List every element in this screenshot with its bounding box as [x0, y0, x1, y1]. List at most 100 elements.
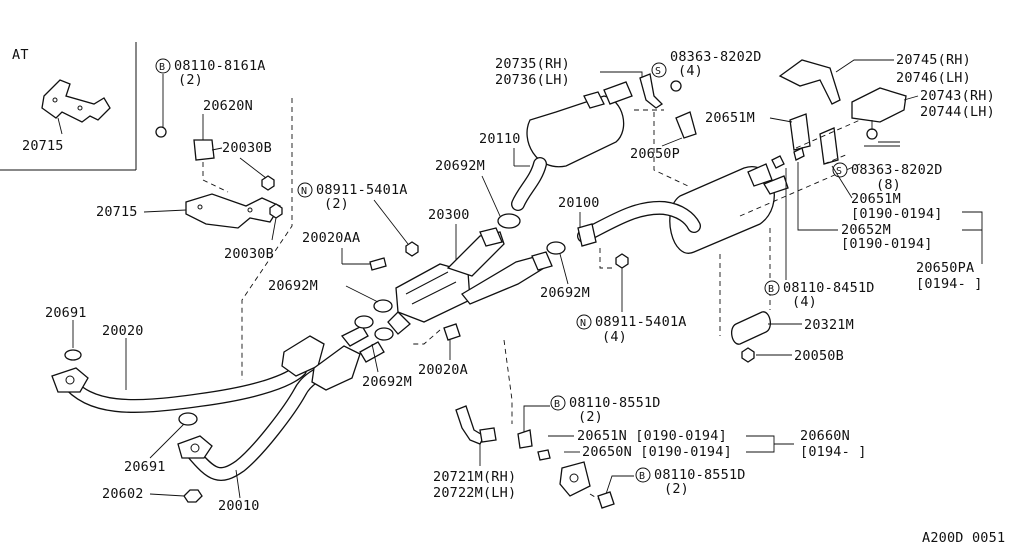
- gasket-20692M-2: [497, 213, 521, 229]
- part-label-20100: 20100: [558, 195, 600, 211]
- part-label-20651N: 20651N [0190-0194]: [577, 428, 727, 444]
- svg-text:[0194- ]: [0194- ]: [916, 276, 983, 292]
- bottom-mount-group: 20721M(RH) 20722M(LH) B 08110-8551D (2) …: [433, 339, 867, 509]
- svg-text:S: S: [655, 66, 661, 77]
- part-label-20620N: 20620N: [203, 98, 253, 114]
- svg-text:[0194- ]: [0194- ]: [800, 444, 867, 460]
- spacer-20652M: [793, 147, 805, 161]
- svg-text:B: B: [554, 399, 560, 410]
- heat-shield-20715: [185, 193, 281, 229]
- screw-08363-8202D-1: [670, 80, 682, 92]
- part-label-20050B: 20050B: [794, 348, 844, 364]
- tail-pipe-20321M: [730, 311, 772, 345]
- svg-text:(2): (2): [578, 409, 603, 425]
- part-label-20691-1: 20691: [45, 305, 87, 321]
- part-label-20321M: 20321M: [804, 317, 854, 333]
- figure-code: A200D 0051: [922, 530, 1005, 546]
- part-label-20744: 20744(LH): [920, 104, 995, 120]
- part-label-20660N: 20660N: [800, 428, 850, 444]
- center-catalyst-group: 20300 N 08911-5401A (2) 20020AA 20692M 2…: [268, 182, 553, 390]
- nut-20050B: [741, 347, 755, 363]
- part-label-20692M-1: 20692M: [268, 278, 318, 294]
- spacer-20651N: [537, 449, 551, 461]
- gasket-20692M-4b: [374, 327, 394, 341]
- clip-20620N: [193, 139, 215, 161]
- svg-text:(4): (4): [678, 63, 703, 79]
- part-label-20692M-4: 20692M: [362, 374, 412, 390]
- part-label-20010: 20010: [218, 498, 260, 514]
- bolt-08110-8451D: [771, 155, 785, 169]
- rear-inlet-flange: [577, 223, 597, 247]
- svg-text:(2): (2): [178, 72, 203, 88]
- svg-text:S: S: [836, 166, 842, 177]
- bracket-20745: [778, 59, 841, 105]
- svg-text:B: B: [768, 284, 774, 295]
- svg-text:(4): (4): [792, 294, 817, 310]
- part-label-20722M: 20722M(LH): [433, 485, 516, 501]
- part-label-08911-5401A-1: 08911-5401A: [316, 182, 408, 198]
- gasket-20691-2: [178, 412, 198, 426]
- part-label-20692M-3: 20692M: [540, 285, 590, 301]
- bolt-08110-8161A: [155, 126, 167, 138]
- svg-text:N: N: [301, 186, 307, 197]
- insulator-20651M-1: [789, 113, 811, 151]
- bolt-08110-8551D-2: [597, 491, 615, 509]
- part-label-20030B-2: 20030B: [224, 246, 274, 262]
- nut-symbol: [297, 182, 313, 198]
- nut-symbol-2: [576, 314, 592, 330]
- part-label-20602: 20602: [102, 486, 144, 502]
- nut-20602: [183, 489, 203, 503]
- part-label-20651M-1: 20651M: [705, 110, 755, 126]
- part-label-20650PA: 20650PA: [916, 260, 974, 276]
- part-label-20735: 20735(RH): [495, 56, 570, 72]
- part-label-20030B-1: 20030B: [222, 140, 272, 156]
- gasket-20692M-4a: [354, 315, 374, 329]
- bolt-symbol-4: [635, 467, 651, 483]
- bolt-08110-8551D-1: [517, 429, 533, 449]
- gasket-20692M-1: [373, 299, 393, 313]
- part-label-08363-8202D-1: 08363-8202D: [670, 49, 762, 65]
- nut-20030B-1: [261, 175, 275, 191]
- heat-shield-group: B 08110-8161A (2) 20620N 20030B 20715 20…: [96, 58, 293, 380]
- part-label-20650P: 20650P: [630, 146, 680, 162]
- center-muffler-group: 20110 20692M 20735(RH) 20736(LH) S 08363…: [435, 49, 762, 217]
- bracket-20743: [851, 87, 907, 123]
- bracket-20715-inset: [41, 79, 111, 123]
- front-pipe-assembly: 20691 20020 20691 20602 20010: [45, 305, 385, 514]
- gasket-20691-1: [64, 349, 82, 361]
- part-label-20736: 20736(LH): [495, 72, 570, 88]
- svg-text:[0190-0194]: [0190-0194]: [841, 236, 933, 252]
- part-label-20715: 20715: [96, 204, 138, 220]
- part-label-08110-8551D-2: 08110-8551D: [654, 467, 746, 483]
- part-label-20745: 20745(RH): [896, 52, 971, 68]
- part-label-08110-8551D-1: 08110-8551D: [569, 395, 661, 411]
- catalyst-flange-right: [531, 251, 553, 271]
- nut-08911-5401A-1: [405, 241, 419, 257]
- part-label-20110: 20110: [479, 131, 521, 147]
- catalyst-flange-top: [479, 227, 503, 247]
- part-label-20020AA: 20020AA: [302, 230, 360, 246]
- at-inset: AT 20715: [0, 42, 137, 171]
- screw-symbol-1: [651, 62, 667, 78]
- part-label-20020: 20020: [102, 323, 144, 339]
- nut-20030B-2: [269, 203, 283, 219]
- part-label-20746: 20746(LH): [896, 70, 971, 86]
- part-label-20715-inset: 20715: [22, 138, 64, 154]
- screw-08363-8202D-2: [866, 128, 878, 140]
- bolt-symbol-3: [550, 395, 566, 411]
- bolt-symbol: [155, 58, 171, 74]
- svg-text:(2): (2): [324, 196, 349, 212]
- catalyst-flange-left: [387, 311, 411, 335]
- svg-text:B: B: [159, 62, 165, 73]
- part-label-20651M-2: 20651M: [851, 191, 901, 207]
- rear-muffler-group: 20100 20692M N 08911-5401A (4) 20651M 20…: [540, 52, 995, 364]
- bracket-20721M: [455, 405, 485, 445]
- part-label-08363-8202D-2: 08363-8202D: [851, 162, 943, 178]
- part-label-20652M: 20652M: [841, 222, 891, 238]
- svg-text:(4): (4): [602, 329, 627, 345]
- svg-text:(8): (8): [876, 177, 901, 193]
- bolt-20020A: [443, 323, 461, 341]
- gasket-20692M-3: [546, 241, 566, 255]
